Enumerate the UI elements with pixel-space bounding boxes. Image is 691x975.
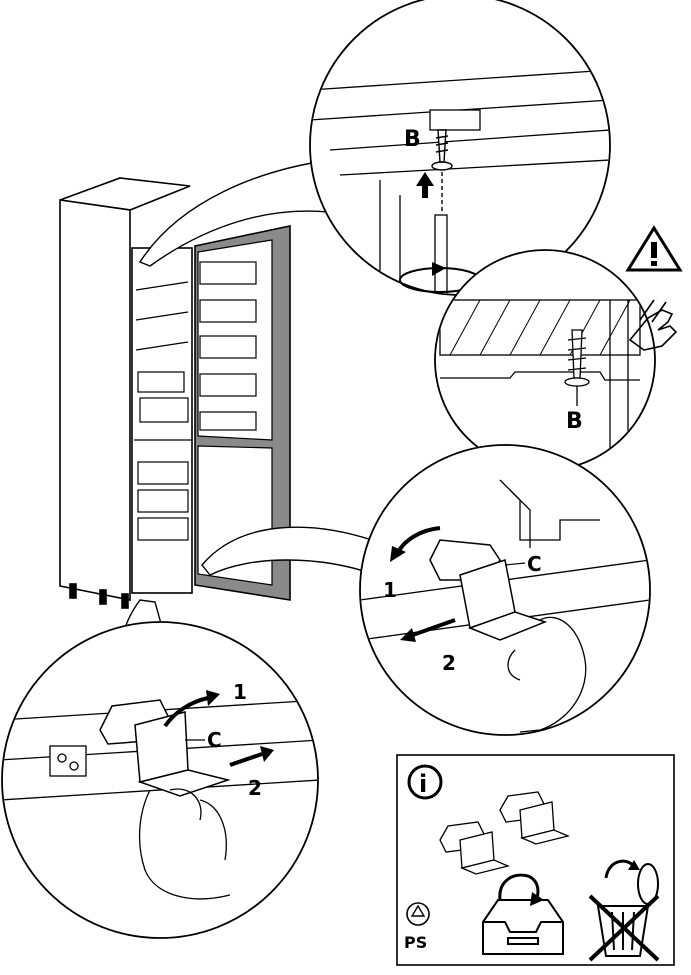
crossed-out-bin-icon	[588, 859, 660, 962]
screw-icon-top	[431, 129, 453, 212]
label-step-1-bottom: 1	[233, 680, 247, 704]
info-icon	[407, 764, 443, 800]
label-step-2-bottom: 2	[248, 776, 262, 800]
label-b-detail: B	[566, 409, 583, 434]
hand-mid	[507, 616, 587, 733]
label-b-top: B	[404, 127, 421, 152]
warning-triangle-icon	[625, 225, 683, 272]
info-box: i PS	[396, 754, 675, 966]
fridge-interior	[134, 281, 192, 541]
zoom-circle-detail	[434, 249, 656, 471]
spare-clip-icon	[439, 791, 571, 875]
mounting-clip-bottom	[99, 699, 231, 797]
fridge-cabinet	[59, 177, 193, 609]
curved-arrow-left-icon	[390, 526, 441, 562]
straight-arrow-right-icon	[229, 746, 274, 767]
info-symbol: i	[419, 770, 427, 798]
label-step-1-mid: 1	[383, 578, 397, 602]
storage-tray-icon	[482, 873, 564, 955]
hand-bottom	[138, 788, 231, 900]
mounting-clip-mid	[429, 539, 548, 641]
material-code: PS	[404, 933, 427, 952]
label-c-mid: C	[527, 552, 542, 576]
hand-caution-icon	[628, 299, 678, 351]
curved-arrow-up-icon	[163, 690, 220, 728]
recycle-icon	[406, 902, 430, 926]
screw-icon-detail	[564, 329, 590, 406]
up-arrow-icon	[416, 172, 434, 198]
fridge-door	[194, 225, 291, 601]
label-c-bottom: C	[207, 728, 222, 752]
label-step-2-mid: 2	[442, 651, 456, 675]
straight-arrow-left-icon	[400, 618, 456, 642]
